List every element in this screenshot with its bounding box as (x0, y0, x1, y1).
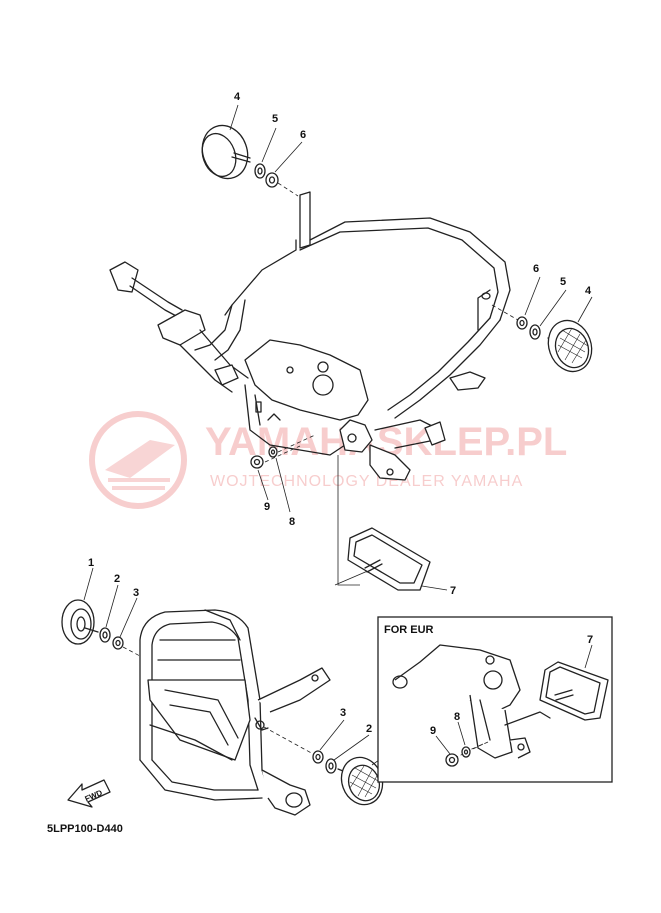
inset-for-eur: FOR EUR 8 (377, 616, 613, 783)
main-frame-bracket (109, 191, 511, 481)
nut-right (516, 316, 528, 330)
rear-guard-bracket (139, 609, 331, 816)
watermark-logo (89, 411, 187, 509)
nut-mid-9 (250, 455, 264, 469)
nut-top-left (265, 172, 279, 188)
diagram-code: 5LPP100-D440 (47, 823, 123, 835)
reflector-right (547, 319, 593, 373)
inset-bracket (392, 644, 551, 759)
callout-6-top-left: 6 (300, 129, 306, 141)
washer-mid-8 (268, 446, 278, 458)
nut-bottom-left (112, 636, 124, 650)
callout-9-inset: 9 (430, 725, 436, 737)
nut-bottom-right (312, 750, 324, 764)
callout-9-mid: 9 (264, 501, 270, 513)
callout-3-bottom-left: 3 (133, 587, 139, 599)
callout-6-right: 6 (533, 263, 539, 275)
washer-top-left (254, 163, 266, 179)
inset-license-light (539, 661, 609, 721)
washer-right (529, 324, 541, 340)
callout-2-bottom-right: 2 (366, 723, 372, 735)
reflector-top-left (201, 124, 251, 180)
inset-nut-9 (445, 753, 459, 767)
callout-1-bottom-left: 1 (88, 557, 94, 569)
callout-7-mid: 7 (450, 585, 456, 597)
callout-8-mid: 8 (289, 516, 295, 528)
washer-bottom-left (99, 627, 111, 643)
callout-8-inset: 8 (454, 711, 460, 723)
washer-bottom-right (325, 758, 337, 774)
callout-4-right: 4 (585, 285, 592, 297)
fwd-arrow-icon: FWD (67, 779, 111, 808)
inset-washer-8 (461, 746, 471, 758)
callout-3-bottom-right: 3 (340, 707, 346, 719)
callout-4-top-left: 4 (234, 91, 241, 103)
callout-2-bottom-left: 2 (114, 573, 120, 585)
watermark: YAMAHASKLEP.PL WOJTECHNOLOGY DEALER YAMA… (89, 411, 567, 509)
watermark-subtitle: WOJTECHNOLOGY DEALER YAMAHA (210, 473, 523, 490)
reflector-bottom-left (61, 599, 99, 645)
callout-5-top-left: 5 (272, 113, 278, 125)
inset-label: FOR EUR (384, 624, 434, 636)
callout-7-inset: 7 (587, 634, 593, 646)
license-plate-light-mid (347, 527, 431, 591)
callout-5-right: 5 (560, 276, 566, 288)
